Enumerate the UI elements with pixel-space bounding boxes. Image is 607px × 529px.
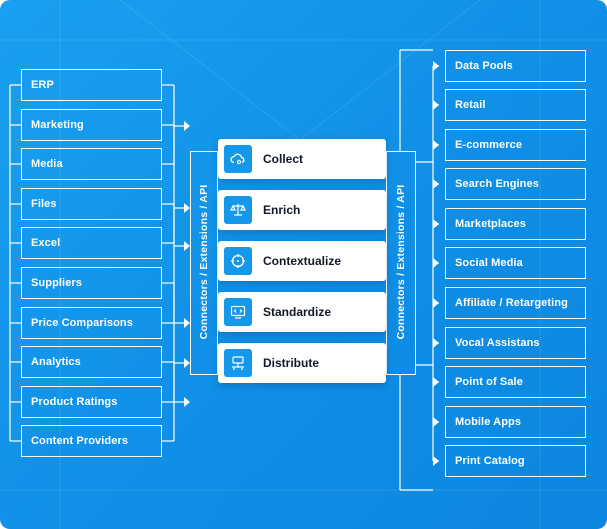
balance-scale-icon: [224, 196, 252, 224]
stage-distribute: Distribute: [218, 343, 386, 383]
arrow-to-destination: [433, 179, 439, 189]
target-icon: [224, 247, 252, 275]
destination-affiliate-retargeting: Affiliate / Retargeting: [445, 287, 586, 319]
stage-label: Collect: [263, 152, 304, 166]
source-content-providers: Content Providers: [21, 425, 162, 457]
arrow-to-left-frame: [184, 203, 190, 213]
arrow-to-destination: [433, 417, 439, 427]
destination-search-engines: Search Engines: [445, 168, 586, 200]
stage-collect: Collect: [218, 139, 386, 179]
network-icon: [224, 349, 252, 377]
arrow-to-destination: [433, 100, 439, 110]
arrow-to-destination: [433, 298, 439, 308]
arrow-to-left-frame: [184, 358, 190, 368]
stage-label: Contextualize: [263, 254, 342, 268]
left-connector-frame: [190, 151, 218, 375]
stage-label: Enrich: [263, 203, 301, 217]
source-excel: Excel: [21, 227, 162, 259]
source-files: Files: [21, 188, 162, 220]
destination-e-commerce: E-commerce: [445, 129, 586, 161]
stage-contextualize: Contextualize: [218, 241, 386, 281]
source-suppliers: Suppliers: [21, 267, 162, 299]
code-monitor-icon: [224, 298, 252, 326]
source-media: Media: [21, 148, 162, 180]
right-connector-frame: [386, 151, 416, 375]
stage-enrich: Enrich: [218, 190, 386, 230]
destination-point-of-sale: Point of Sale: [445, 366, 586, 398]
arrow-to-left-frame: [184, 397, 190, 407]
left-connector-label: Connectors / Extensions / API: [198, 184, 210, 340]
arrow-to-destination: [433, 456, 439, 466]
destination-marketplaces: Marketplaces: [445, 208, 586, 240]
arrow-to-left-frame: [184, 241, 190, 251]
destination-print-catalog: Print Catalog: [445, 445, 586, 477]
arrow-to-destination: [433, 377, 439, 387]
arrow-to-left-frame: [184, 121, 190, 131]
cloud-gear-icon: [224, 145, 252, 173]
source-erp: ERP: [21, 69, 162, 101]
stage-label: Distribute: [263, 356, 320, 370]
destination-social-media: Social Media: [445, 247, 586, 279]
arrow-to-destination: [433, 140, 439, 150]
arrow-to-destination: [433, 258, 439, 268]
arrow-to-destination: [433, 61, 439, 71]
arrow-to-destination: [433, 338, 439, 348]
destination-data-pools: Data Pools: [445, 50, 586, 82]
source-price-comparisons: Price Comparisons: [21, 307, 162, 339]
source-marketing: Marketing: [21, 109, 162, 141]
destination-retail: Retail: [445, 89, 586, 121]
stage-label: Standardize: [263, 305, 332, 319]
arrow-to-destination: [433, 219, 439, 229]
arrow-to-left-frame: [184, 318, 190, 328]
destination-mobile-apps: Mobile Apps: [445, 406, 586, 438]
stage-standardize: Standardize: [218, 292, 386, 332]
destination-vocal-assistans: Vocal Assistans: [445, 327, 586, 359]
source-analytics: Analytics: [21, 346, 162, 378]
source-product-ratings: Product Ratings: [21, 386, 162, 418]
right-connector-label: Connectors / Extensions / API: [395, 184, 407, 340]
